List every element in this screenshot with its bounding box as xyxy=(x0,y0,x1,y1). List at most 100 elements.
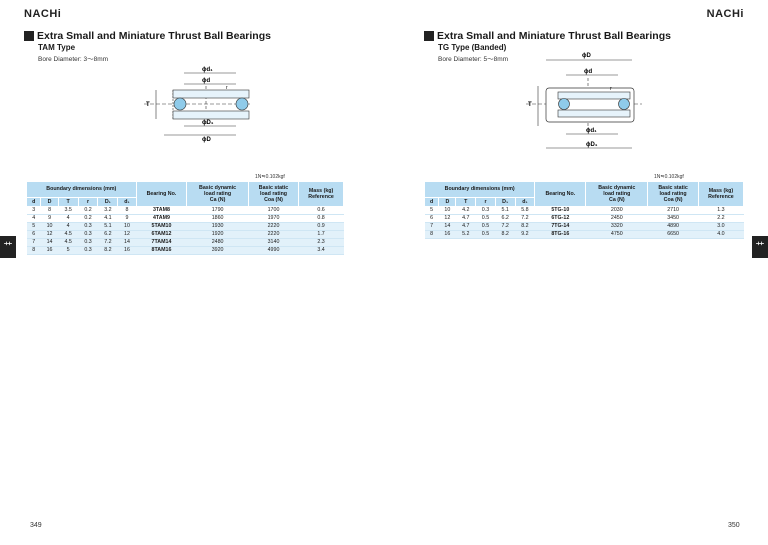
cell-d: 3 xyxy=(26,206,41,216)
bearing-no-header: Bearing No. xyxy=(534,180,587,208)
dynamic-load-line: Basic dynamic xyxy=(199,184,237,191)
static-load-line: load rating xyxy=(659,191,687,197)
col-header-d1: d₁ xyxy=(117,196,137,208)
cell-mass: 1.3 xyxy=(698,206,744,216)
cell-dynamic: 2030 xyxy=(585,206,648,216)
tam-bearing-diagram: ϕd₁ ϕd T r ϕD₁ ϕD xyxy=(144,67,250,143)
diagram-label-D1: ϕD₁ xyxy=(586,142,598,148)
cell-T: 5.2 xyxy=(455,230,476,240)
cell-bearing-no: 7TAM14 xyxy=(136,238,187,248)
cell-dynamic: 1920 xyxy=(186,230,249,240)
cell-T: 4.5 xyxy=(58,230,79,240)
left-page-section: Extra Small and Miniature Thrust Ball Be… xyxy=(24,30,369,63)
cell-mass: 4.0 xyxy=(698,230,744,240)
cell-D1: 6.2 xyxy=(97,230,118,240)
cell-D1: 3.2 xyxy=(97,206,118,216)
cell-d1: 9 xyxy=(117,214,137,224)
tg-spec-table: Boundary dimensions (mm) Bearing No. Bas… xyxy=(423,180,745,240)
boundary-dimensions-header: Boundary dimensions (mm) xyxy=(423,181,536,198)
cell-mass: 3.0 xyxy=(698,222,744,232)
dynamic-load-header: Basic dynamic load rating Ca (N) xyxy=(186,180,249,208)
nachi-logo: NACHi xyxy=(24,8,62,20)
cell-D1: 7.2 xyxy=(495,222,516,232)
cell-static: 4990 xyxy=(248,246,299,256)
cell-r: 0.3 xyxy=(475,206,496,216)
type-subtitle: TAM Type xyxy=(38,43,76,52)
cell-static: 2220 xyxy=(248,222,299,232)
section-title: Extra Small and Miniature Thrust Ball Be… xyxy=(437,30,671,42)
cell-D: 9 xyxy=(40,214,59,224)
mass-line: Mass (kg) xyxy=(708,187,734,194)
cell-d: 5 xyxy=(26,222,41,232)
cell-static: 1970 xyxy=(248,214,299,224)
cell-bearing-no: 8TG-16 xyxy=(534,230,586,240)
page-number: 350 xyxy=(728,522,740,529)
cell-r: 0.3 xyxy=(78,238,98,248)
static-load-line: Coa (N) xyxy=(264,197,283,204)
cell-d: 8 xyxy=(26,246,41,256)
cell-D: 8 xyxy=(40,206,59,216)
tam-spec-table: Boundary dimensions (mm) Bearing No. Bas… xyxy=(25,180,344,256)
cell-D1: 7.2 xyxy=(97,238,118,248)
cell-static: 2220 xyxy=(248,230,299,240)
cell-T: 3.5 xyxy=(58,206,79,216)
cell-dynamic: 2450 xyxy=(585,214,648,224)
section-title-row: Extra Small and Miniature Thrust Ball Be… xyxy=(424,30,768,42)
dynamic-load-line: Ca (N) xyxy=(609,197,625,204)
col-header-r: r xyxy=(475,196,496,208)
cell-d1: 16 xyxy=(117,246,137,256)
cell-bearing-no: 5TG-10 xyxy=(534,206,586,216)
cell-r: 0.3 xyxy=(78,246,98,256)
diagram-label-d1: ϕd₁ xyxy=(586,128,597,134)
cell-mass: 1.7 xyxy=(298,230,344,240)
cell-D: 12 xyxy=(438,214,456,224)
right-page-section: Extra Small and Miniature Thrust Ball Be… xyxy=(424,30,768,63)
cell-D: 10 xyxy=(40,222,59,232)
static-load-line: load rating xyxy=(259,191,288,197)
cell-D1: 5.1 xyxy=(97,222,118,232)
dynamic-load-line: load rating xyxy=(603,191,631,197)
diagram-label-t: T xyxy=(528,102,532,108)
section-title-row: Extra Small and Miniature Thrust Ball Be… xyxy=(24,30,369,42)
bearing-no-header: Bearing No. xyxy=(135,180,188,208)
cell-mass: 2.3 xyxy=(298,238,344,248)
type-subtitle: TG Type (Banded) xyxy=(438,43,507,52)
cell-D: 14 xyxy=(40,238,59,248)
cell-bearing-no: 5TAM10 xyxy=(136,222,187,232)
cell-d1: 14 xyxy=(117,238,137,248)
cell-r: 0.5 xyxy=(475,230,496,240)
cell-d1: 5.8 xyxy=(515,206,535,216)
boundary-dimensions-header: Boundary dimensions (mm) xyxy=(26,181,137,198)
col-header-D: D xyxy=(40,196,59,208)
static-load-line: Coa (N) xyxy=(663,197,683,204)
diagram-label-D: ϕD xyxy=(582,53,591,59)
cell-d1: 9.2 xyxy=(515,230,535,240)
cell-D1: 8.2 xyxy=(495,230,516,240)
nachi-logo: NACHi xyxy=(706,8,744,20)
static-load-header: Basic static load rating Coa (N) xyxy=(647,180,699,208)
cell-r: 0.2 xyxy=(78,214,98,224)
cell-r: 0.5 xyxy=(475,222,496,232)
col-header-d1: d₁ xyxy=(514,196,536,208)
cell-T: 4.7 xyxy=(455,214,476,224)
cell-bearing-no: 4TAM9 xyxy=(136,214,187,224)
page-number: 349 xyxy=(30,522,42,529)
section-title: Extra Small and Miniature Thrust Ball Be… xyxy=(37,30,271,42)
cell-T: 4 xyxy=(58,222,79,232)
diagram-label-r: r xyxy=(226,85,228,91)
bore-diameter-note: Bore Diameter: 3～8mm xyxy=(38,56,109,63)
cell-d: 7 xyxy=(424,222,439,232)
cell-T: 4 xyxy=(58,214,79,224)
cell-d1: 12 xyxy=(117,230,137,240)
cell-d: 6 xyxy=(424,214,439,224)
col-header-T: T xyxy=(57,196,79,208)
title-square-icon xyxy=(24,31,34,41)
col-header-d: d xyxy=(25,196,42,208)
cell-dynamic: 3320 xyxy=(585,222,648,232)
